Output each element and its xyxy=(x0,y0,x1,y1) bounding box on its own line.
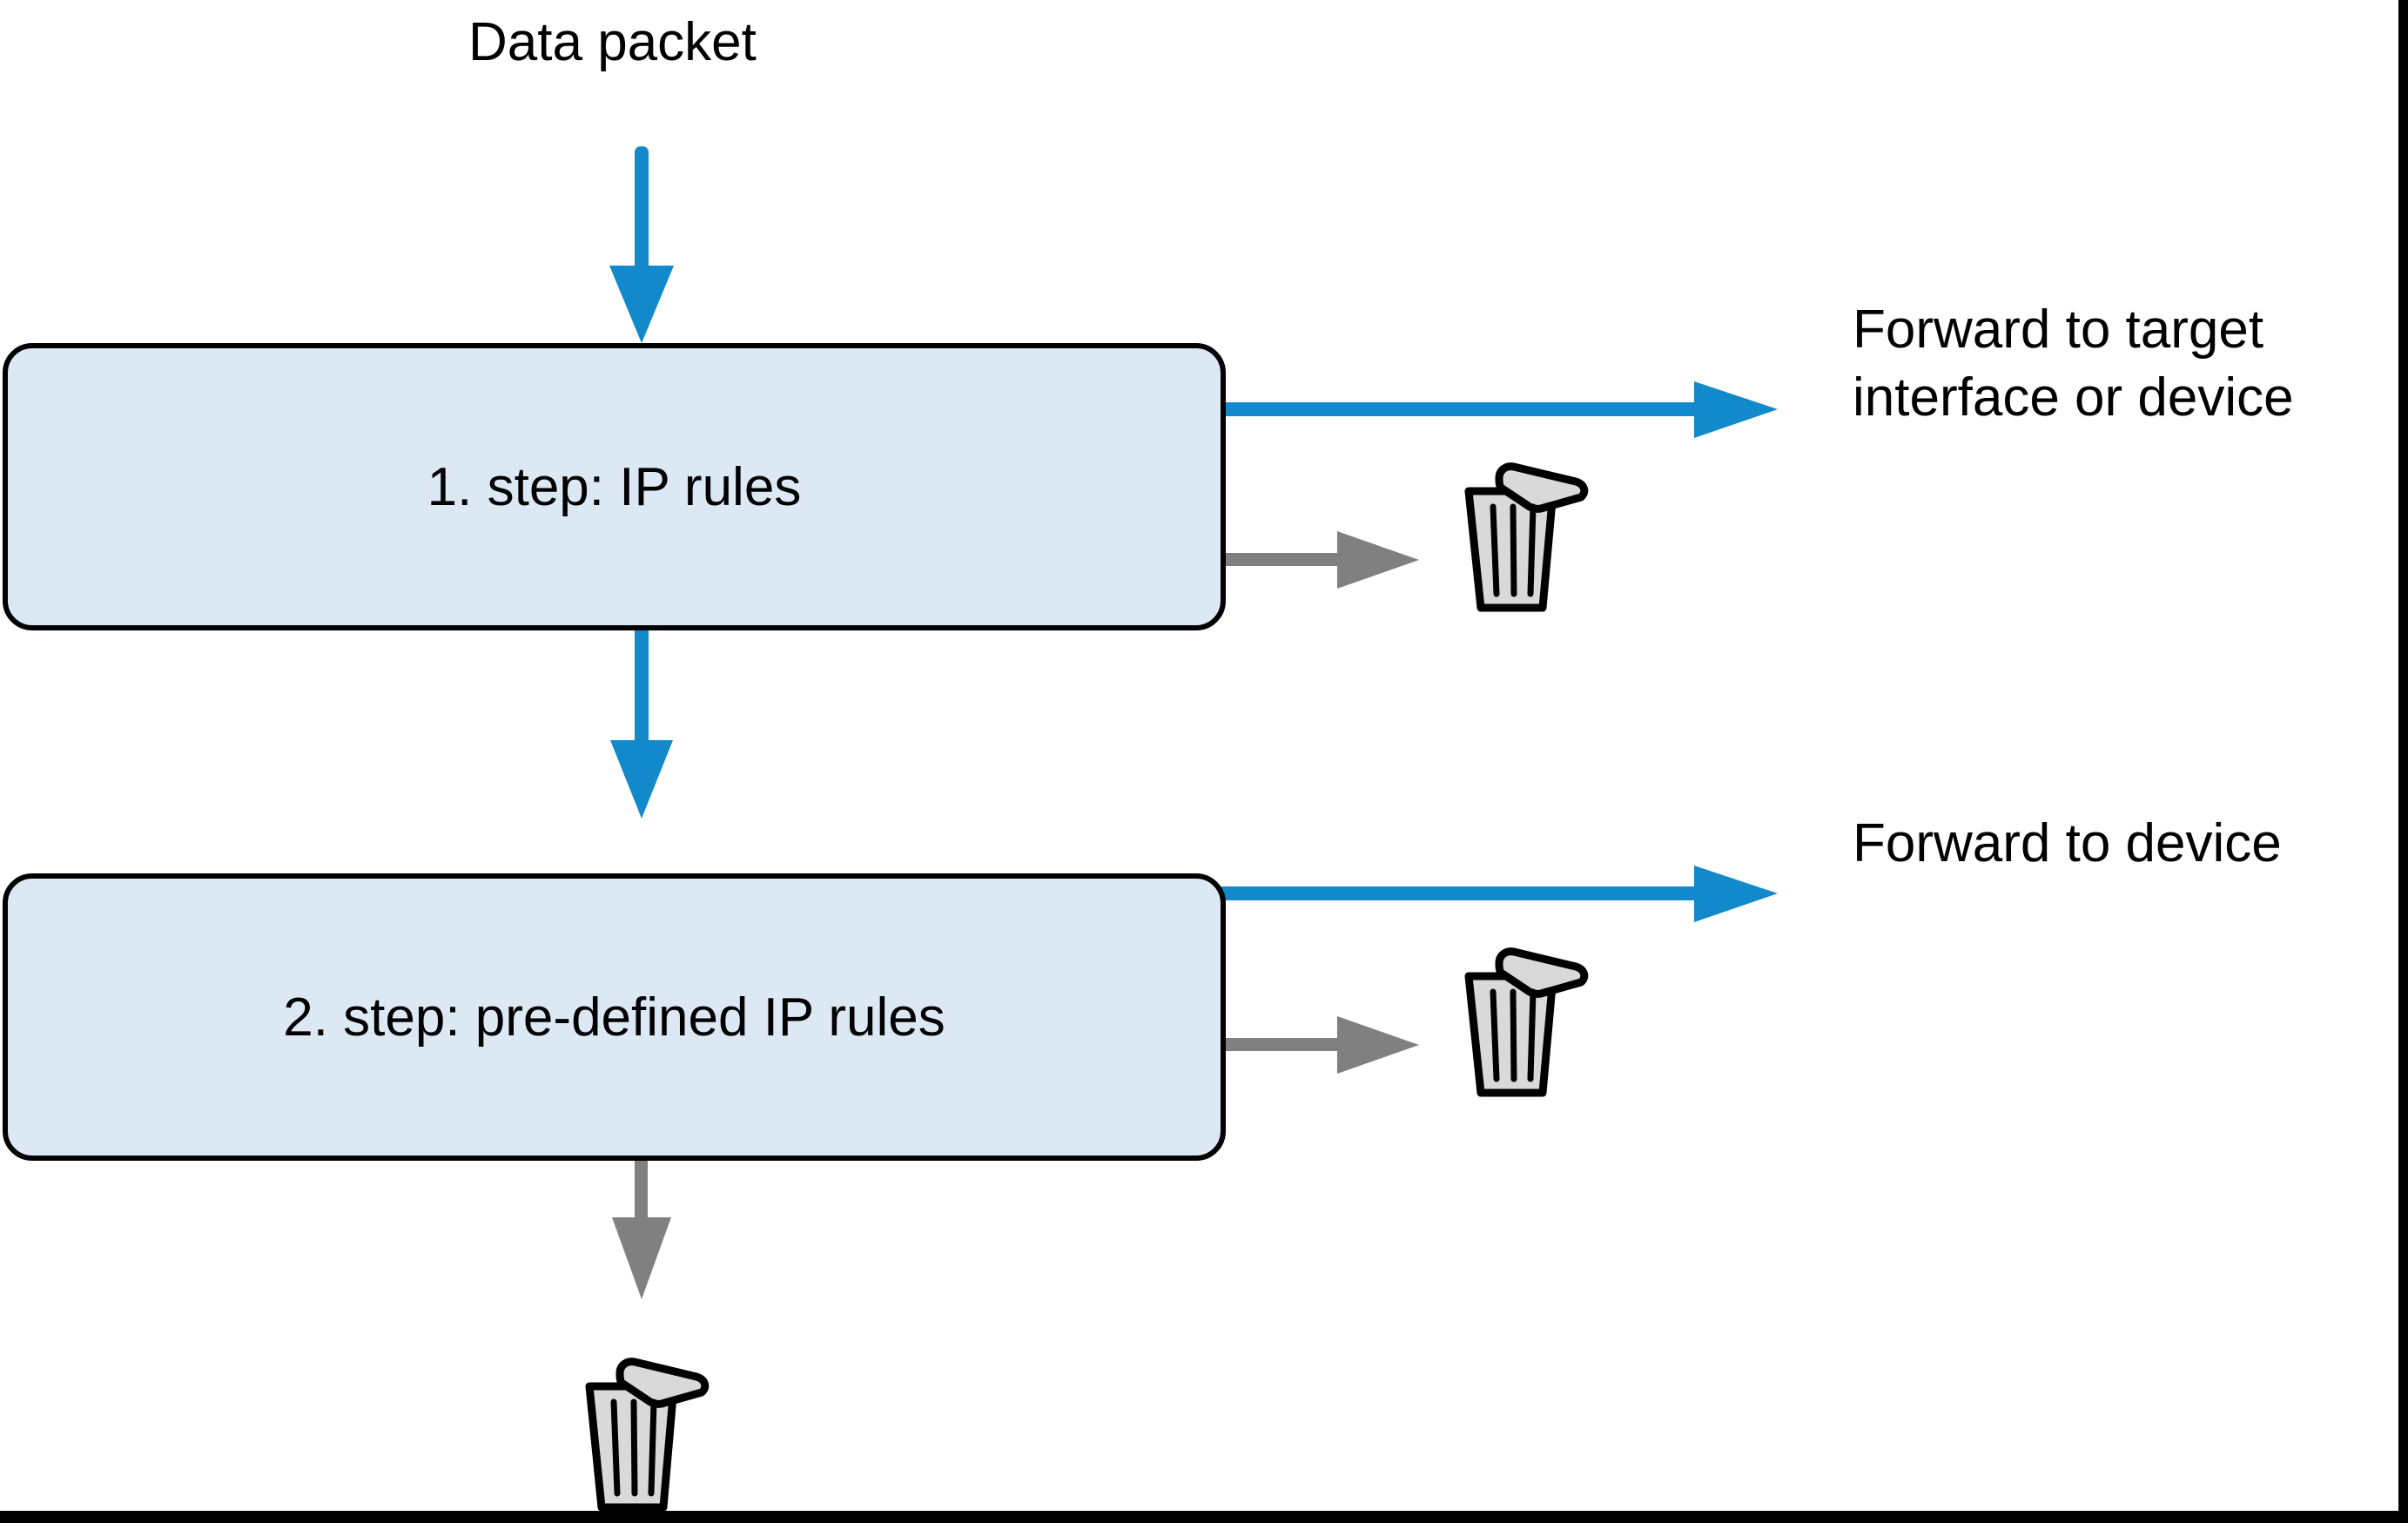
output-label-1: Forward to target interface or device xyxy=(1853,300,2294,428)
input-label: Data packet xyxy=(468,12,757,72)
arrow-right-icon-accept-1 xyxy=(1217,381,1778,438)
process-box-step-2-label: 2. step: pre-defined IP rules xyxy=(283,987,945,1048)
trash-can-icon xyxy=(1464,947,1589,1097)
arrow-down-icon-input xyxy=(609,146,674,343)
page-border-bottom xyxy=(0,1511,2408,1523)
output-label-2: Forward to device xyxy=(1853,813,2282,873)
page-border-right xyxy=(2398,0,2408,1523)
process-box-step-1-label: 1. step: IP rules xyxy=(427,456,802,517)
trash-can-icon xyxy=(1464,462,1589,612)
arrow-right-icon-accept-2 xyxy=(1217,866,1778,922)
arrow-right-icon-discard-2 xyxy=(1219,1016,1419,1074)
process-box-step-1[interactable]: 1. step: IP rules xyxy=(3,343,1226,630)
trash-can-icon xyxy=(585,1358,710,1512)
arrow-down-icon-between xyxy=(610,629,673,819)
arrow-right-icon-discard-1 xyxy=(1219,531,1419,589)
process-box-step-2[interactable]: 2. step: pre-defined IP rules xyxy=(3,873,1226,1161)
